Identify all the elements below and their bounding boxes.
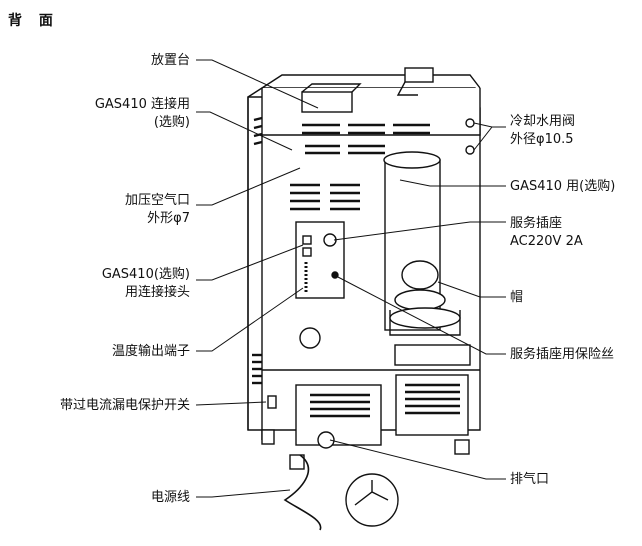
power-cord — [283, 454, 322, 531]
label-service-outlet: 服务插座 — [510, 216, 563, 231]
label-placing-stand: 放置台 — [150, 53, 190, 68]
vent-slots — [252, 116, 460, 418]
control-panel — [295, 221, 345, 299]
label-gas410-connector-2: 用连接接头 — [124, 285, 190, 300]
label-cooling-valve: 冷却水用阀 — [510, 114, 576, 129]
label-gas410-connector: GAS410(选购) — [101, 267, 190, 282]
label-temp-output: 温度输出端子 — [111, 344, 190, 359]
plug-inset — [345, 473, 399, 527]
label-gas410-connect: GAS410 连接用 — [94, 97, 190, 112]
label-power-cord: 电源线 — [150, 490, 190, 505]
label-gas410-optional: GAS410 用(选购) — [510, 179, 616, 194]
breaker-switch — [267, 395, 277, 409]
exhaust-port — [317, 431, 335, 449]
label-pressurized-air: 加压空气口 — [124, 193, 190, 208]
leader-lines — [195, 59, 506, 498]
label-gas410-connect-optional: (选购) — [153, 115, 190, 130]
label-service-fuse: 服务插座用保险丝 — [510, 347, 615, 362]
label-pressurized-air-dia: 外形φ7 — [147, 211, 190, 226]
label-breaker-switch: 带过电流漏电保护开关 — [59, 398, 190, 413]
label-cooling-valve-dia: 外径φ10.5 — [510, 132, 574, 147]
top-box — [261, 88, 481, 136]
label-service-outlet-rating: AC220V 2A — [510, 234, 583, 249]
label-cap: 帽 — [510, 290, 524, 305]
page-title: 背 面 — [8, 13, 59, 29]
label-exhaust: 排气口 — [510, 472, 550, 487]
